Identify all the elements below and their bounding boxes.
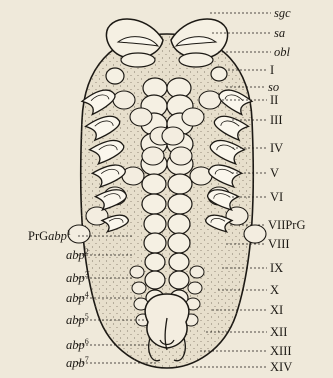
label-superscript: 7: [85, 355, 89, 364]
lateral-segment-right-3: [162, 127, 184, 145]
median-segment-right-6: [168, 174, 192, 194]
lateral-segment-right-8: [68, 225, 90, 243]
lateral-segment-left-8: [244, 225, 266, 243]
label-base: abp: [66, 271, 85, 285]
label-superscript: 1: [67, 228, 71, 237]
label-base: abp: [48, 229, 67, 243]
median-segment-right-11: [169, 271, 189, 289]
median-segment-right-9: [168, 233, 190, 253]
label-sa: sa: [274, 26, 285, 40]
label-sgc: sgc: [274, 6, 291, 20]
label-abp5: abp5: [66, 312, 89, 327]
median-segment-right-7: [168, 194, 192, 214]
median-segment-right-8: [168, 214, 190, 234]
label-prgabp1: PrGabp1: [28, 228, 71, 243]
oblique-structure-left: [121, 53, 155, 67]
label-XI: XI: [270, 303, 283, 317]
label-II: II: [270, 93, 278, 107]
median-segment-right-10: [169, 253, 189, 271]
median-segment-left-11: [145, 271, 165, 289]
label-obl: obl: [274, 45, 291, 59]
median-segment-left-10: [145, 253, 165, 271]
label-superscript: 4: [85, 290, 89, 299]
label-base: abp: [66, 248, 85, 262]
oblique-structure-right: [179, 53, 213, 67]
first-appendage-right: [211, 67, 227, 81]
label-VIIPrG: VIIPrG: [268, 218, 306, 232]
label-superscript: 2: [85, 247, 89, 256]
label-base: apb: [66, 356, 85, 370]
median-segment-left-9: [144, 233, 166, 253]
lateral-segment-right-4: [142, 147, 164, 165]
label-so: so: [268, 80, 279, 94]
abdominal-appendage-left-2: [132, 282, 146, 294]
label-IV: IV: [270, 141, 283, 155]
label-I: I: [270, 63, 274, 77]
label-base: abp: [66, 313, 85, 327]
label-III: III: [270, 113, 283, 127]
label-superscript: 6: [85, 337, 89, 346]
label-superscript: 3: [85, 270, 89, 279]
label-abp4: abp4: [66, 290, 89, 305]
label-base: abp: [66, 338, 85, 352]
label-abp3: abp3: [66, 270, 89, 285]
label-XIV: XIV: [270, 360, 292, 374]
lateral-segment-left-4: [170, 147, 192, 165]
label-abp6: abp6: [66, 337, 89, 352]
label-VIII: VIII: [268, 237, 290, 251]
lateral-segment-right-2: [182, 108, 204, 126]
median-segment-left-7: [142, 194, 166, 214]
abdominal-appendage-right-2: [188, 282, 202, 294]
lateral-segment-right-1: [199, 91, 221, 109]
first-appendage-left: [106, 68, 124, 84]
lateral-segment-left-1: [113, 91, 135, 109]
label-apb7: apb7: [66, 355, 89, 370]
label-XII: XII: [270, 325, 287, 339]
median-segment-left-6: [142, 174, 166, 194]
label-superscript: 5: [85, 312, 89, 321]
label-IX: IX: [270, 261, 283, 275]
label-prefix: PrG: [28, 229, 48, 243]
label-VI: VI: [270, 190, 283, 204]
label-XIII: XIII: [270, 344, 292, 358]
label-V: V: [270, 166, 279, 180]
abdominal-appendage-right-1: [190, 266, 204, 278]
lateral-segment-left-2: [130, 108, 152, 126]
label-base: abp: [66, 291, 85, 305]
median-segment-left-8: [144, 214, 166, 234]
label-X: X: [270, 283, 279, 297]
abdominal-appendage-left-1: [130, 266, 144, 278]
